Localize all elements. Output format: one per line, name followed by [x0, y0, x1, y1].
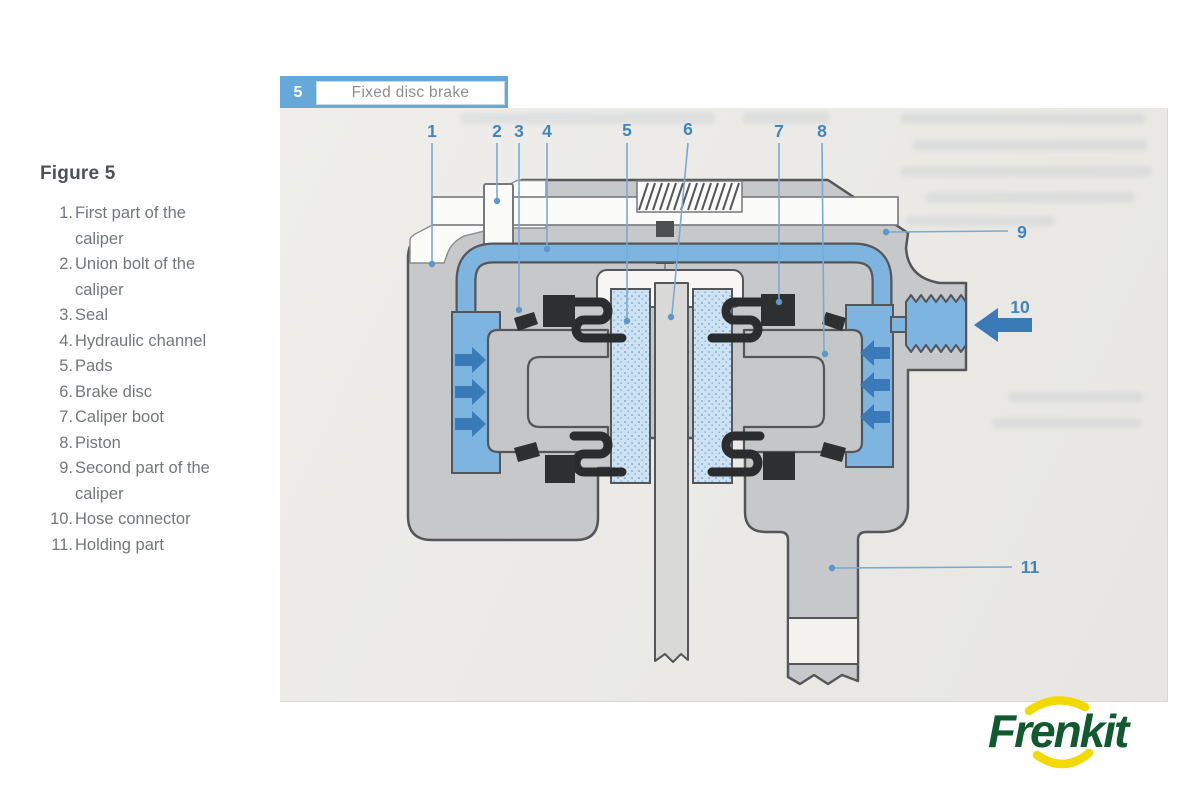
- item-label: Union bolt of the caliper: [75, 255, 196, 299]
- hose-connector: [890, 294, 967, 353]
- parts-list-item: 10.Hose connector: [40, 507, 225, 533]
- badge-title: Fixed disc brake: [316, 80, 505, 105]
- item-number: 7.: [59, 408, 73, 426]
- pressure-arrow: [860, 372, 890, 398]
- union-bolt-thread: [636, 180, 743, 213]
- item-number: 5.: [59, 357, 73, 375]
- holding-part-break: [789, 617, 857, 665]
- callout-label-10: 10: [1010, 297, 1030, 317]
- logo-text: Frenkit: [988, 705, 1129, 757]
- parts-list-item: 2.Union bolt of the caliper: [40, 252, 225, 303]
- callout-label-8: 8: [817, 121, 827, 141]
- callout-label-11: 11: [1021, 557, 1040, 577]
- caliper-boot: [569, 297, 627, 343]
- parts-list-item: 1.First part of the caliper: [40, 201, 225, 252]
- item-label: First part of the caliper: [75, 204, 186, 248]
- brake-disc: [654, 282, 689, 663]
- pressure-arrows: [455, 308, 1032, 437]
- left-piston: [486, 328, 610, 454]
- brake-diagram: 1 2 3 4 5 6 7 8 9 10 11: [406, 112, 1152, 686]
- logo-arc-bottom-icon: [1032, 748, 1094, 769]
- item-label: Brake disc: [75, 382, 153, 401]
- item-label: Second part of the caliper: [75, 459, 210, 503]
- logo-arc-top-icon: [1024, 696, 1090, 716]
- callout-label-6: 6: [683, 119, 693, 139]
- diagram-panel: 1 2 3 4 5 6 7 8 9 10 11: [280, 108, 1168, 702]
- seal: [514, 312, 538, 331]
- item-number: 2.: [59, 255, 73, 273]
- caliper-boots: [569, 297, 765, 477]
- item-label: Seal: [75, 306, 109, 324]
- boot-anchors: [543, 294, 795, 483]
- pressure-arrow: [455, 347, 486, 373]
- parts-list-item: 4.Hydraulic channel: [40, 329, 225, 355]
- item-label: Hose connector: [75, 510, 191, 528]
- callout-label-1: 1: [427, 121, 437, 141]
- pressure-arrow: [860, 404, 890, 430]
- item-number: 1.: [59, 204, 73, 222]
- parts-list-item: 8.Piston: [40, 431, 225, 457]
- callout-label-4: 4: [542, 121, 552, 141]
- callout-label-7: 7: [774, 121, 784, 141]
- bleed-through-decor: [460, 112, 1152, 428]
- frenkit-logo: Frenkit: [988, 696, 1188, 782]
- parts-list-item: 7.Caliper boot: [40, 405, 225, 431]
- hydraulic-channel: [455, 242, 893, 322]
- pressure-arrow: [455, 411, 486, 437]
- pressure-arrow: [455, 379, 486, 405]
- figure-title: Figure 5: [40, 163, 116, 184]
- item-label: Caliper boot: [75, 408, 164, 426]
- item-label: Pads: [75, 357, 113, 375]
- item-number: 6.: [59, 382, 73, 401]
- item-number: 8.: [59, 433, 73, 452]
- parts-list-item: 3.Seal: [40, 303, 225, 329]
- badge-number: 5: [293, 83, 303, 101]
- seal: [822, 312, 846, 331]
- callout-label-5: 5: [622, 120, 632, 140]
- item-number: 3.: [59, 306, 73, 324]
- parts-list-item: 6.Brake disc: [40, 380, 225, 406]
- logo-arcs: [1024, 696, 1094, 769]
- hose-flow-arrow: [974, 308, 1032, 342]
- pressure-arrow: [860, 340, 890, 366]
- seals: [514, 312, 846, 462]
- callout-label-2: 2: [492, 121, 502, 141]
- figure-legend: Figure 5 1.First part of the caliper 2.U…: [40, 163, 225, 558]
- parts-list: 1.First part of the caliper 2.Union bolt…: [40, 201, 225, 558]
- item-label: Hydraulic channel: [75, 331, 207, 350]
- parts-list-item: 11.Holding part: [40, 533, 225, 559]
- caliper-boot: [707, 297, 765, 343]
- right-piston: [742, 328, 864, 454]
- figure-badge: 5 Fixed disc brake: [280, 76, 508, 109]
- caliper-boot: [707, 431, 765, 477]
- parts-list-item: 5.Pads: [40, 354, 225, 380]
- seal: [514, 442, 540, 462]
- item-number: 11.: [51, 535, 73, 554]
- item-label: Holding part: [75, 535, 164, 554]
- seal: [820, 442, 846, 462]
- left-pad: [610, 288, 651, 484]
- item-number: 10.: [50, 510, 73, 528]
- parts-list-item: 9.Second part of the caliper: [40, 456, 225, 507]
- item-number: 9.: [59, 459, 73, 477]
- item-label: Piston: [75, 433, 121, 452]
- item-number: 4.: [59, 331, 73, 350]
- caliper-boot: [569, 431, 627, 477]
- callout-label-9: 9: [1017, 222, 1027, 242]
- callout-lines: [431, 142, 1013, 569]
- callout-label-3: 3: [514, 121, 524, 141]
- callout-dots: [428, 197, 890, 572]
